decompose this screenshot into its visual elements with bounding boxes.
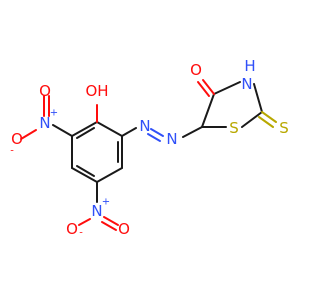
bond-ring-inner-2 xyxy=(76,165,95,177)
atom-nitro1-o-left: O xyxy=(11,130,23,148)
atom-nitro1-o-top: O xyxy=(39,82,51,100)
bond-c4-n xyxy=(213,81,241,95)
bond-ring-c3-c4 xyxy=(96,167,123,183)
bond-n-c2 xyxy=(253,83,263,113)
bond-thione-a xyxy=(261,111,277,123)
atom-labels: OH O N H N N S S N + O O - N + O O - xyxy=(10,57,289,239)
atom-nitro2-o-right: O xyxy=(118,220,130,238)
atom-s-ring: S xyxy=(229,119,239,137)
atom-nitro2-o-bottom: O xyxy=(66,220,78,238)
bonds xyxy=(20,79,277,231)
bond-c2-s xyxy=(241,111,263,128)
bond-carbonyl-a xyxy=(202,79,215,95)
bond-nitro1-o-left xyxy=(20,129,37,140)
bond-ring-c1-c2 xyxy=(96,121,123,137)
atom-nitro1-n: N xyxy=(39,114,50,132)
charge-nitro2-n: + xyxy=(102,197,110,208)
charge-nitro1-o-left: - xyxy=(10,146,14,157)
atom-nh-h: H xyxy=(244,57,255,75)
bond-ring-c4-c5 xyxy=(71,167,98,183)
atom-nh: N xyxy=(241,75,252,93)
atom-oh: OH xyxy=(85,82,108,100)
atom-o-carbonyl: O xyxy=(190,61,202,79)
atom-nitro2-n: N xyxy=(91,202,102,220)
charge-nitro2-o-bottom: - xyxy=(79,228,83,239)
bond-nitro2-o-bottom xyxy=(78,218,91,226)
bond-ring-nitro1 xyxy=(52,124,73,137)
bond-nitro2-o-right xyxy=(103,216,119,226)
bond-c5-c4 xyxy=(201,93,215,128)
atom-s-thione: S xyxy=(279,119,289,137)
molecule-structure: OH O N H N N S S N + O O - N + O O - xyxy=(10,57,289,239)
atom-azo-n1: N xyxy=(139,117,150,135)
bond-ring-azo xyxy=(121,127,137,137)
bond-ring-c6-c1 xyxy=(71,121,98,137)
bond-azo-double-b xyxy=(147,133,161,142)
bond-carbonyl-b xyxy=(197,81,210,97)
bond-azo-ring xyxy=(182,126,203,138)
charge-nitro1-n: + xyxy=(50,108,58,119)
atom-azo-n2: N xyxy=(166,130,177,148)
bond-thione-b xyxy=(258,116,274,128)
bond-azo-double-a xyxy=(150,128,164,137)
bond-nitro2-o-right-double xyxy=(101,221,117,231)
bond-ring-inner-3 xyxy=(76,127,95,139)
